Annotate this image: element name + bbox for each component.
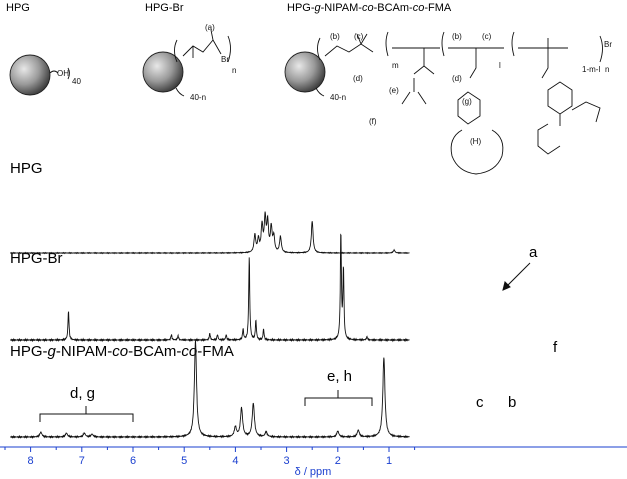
x-tick-label: 7 (79, 455, 85, 467)
x-tick-label: 1 (386, 455, 392, 467)
bracket-e-h (304, 390, 373, 406)
spectrum-line-2 (9, 233, 410, 343)
copolymer-br-atom: Br (604, 40, 612, 49)
trace-label-hpg-br: HPG-Br (10, 250, 63, 267)
copolymer-core-sphere (284, 51, 326, 93)
hpg-oh-subscript: 40 (72, 77, 81, 86)
trace-label-copolymer: HPG-g-NIPAM-co-BCAm-co-FMA (10, 343, 234, 360)
spectrum-line-1 (9, 211, 410, 255)
x-tick-label: 3 (284, 455, 290, 467)
annotation-marks (39, 262, 531, 422)
copolymer-subscript-n: n (605, 65, 609, 74)
copolymer-site-c-2: (c) (482, 32, 492, 41)
structure-title-hpg: HPG (6, 2, 30, 14)
copolymer-site-e: (e) (389, 86, 399, 95)
annotation-e-h: e, h (327, 368, 353, 385)
hpg-br-atom: Br (221, 55, 229, 64)
copolymer-subscript-m: m (392, 61, 399, 70)
copolymer-site-h: (H) (470, 137, 481, 146)
copolymer-subscript-oh: 40-n (330, 93, 346, 102)
annotation-a: a (529, 244, 538, 261)
copolymer-subscript-l: l (499, 61, 501, 70)
bracket-d-g (39, 406, 134, 422)
x-axis-label: δ / ppm (295, 466, 332, 478)
x-tick-label: 8 (28, 455, 34, 467)
copolymer-site-d-2: (d) (452, 74, 462, 83)
annotation-b: b (508, 394, 517, 411)
x-tick-label: 5 (181, 455, 187, 467)
copolymer-site-b-1: (b) (330, 32, 340, 41)
copolymer-site-f: (f) (369, 117, 377, 126)
x-tick-label: 6 (130, 455, 136, 467)
hpg-core-sphere (9, 54, 51, 96)
copolymer-subscript-1-m-l: 1-m-l (582, 65, 600, 74)
hpg-br-subscript-oh: 40-n (190, 93, 206, 102)
annotation-c: c (476, 394, 484, 411)
annotation-arrowhead-a (502, 281, 511, 291)
copolymer-site-c-1: (c) (354, 32, 364, 41)
trace-label-hpg: HPG (10, 160, 43, 177)
spectrum-line-3 (9, 340, 410, 440)
x-tick-label: 4 (232, 455, 238, 467)
x-axis: 8 7 6 5 4 3 2 1 (0, 446, 627, 467)
hpg-br-core-sphere (142, 51, 184, 93)
copolymer-site-b-2: (b) (452, 32, 462, 41)
x-tick-label: 2 (335, 455, 341, 467)
annotation-d-g: d, g (70, 385, 96, 402)
hpg-br-subscript-n: n (232, 66, 236, 75)
copolymer-site-g: (g) (462, 97, 472, 106)
annotation-f: f (553, 339, 558, 356)
structure-copolymer: (b) (c) (b) (c) (d) (e) (f) (d) (g) (H) … (284, 31, 612, 175)
structure-hpg: OH 40 (9, 54, 81, 96)
spectra-traces (9, 211, 410, 440)
copolymer-site-d-1: (d) (353, 74, 363, 83)
structure-hpg-br: (a) Br n 40-n (142, 23, 236, 102)
structure-title-hpg-br: HPG-Br (145, 2, 184, 14)
structure-title-copolymer: HPG-g-NIPAM-co-BCAm-co-FMA (287, 2, 452, 14)
hpg-br-site-a: (a) (205, 23, 215, 32)
hpg-oh-group: OH (57, 69, 69, 78)
